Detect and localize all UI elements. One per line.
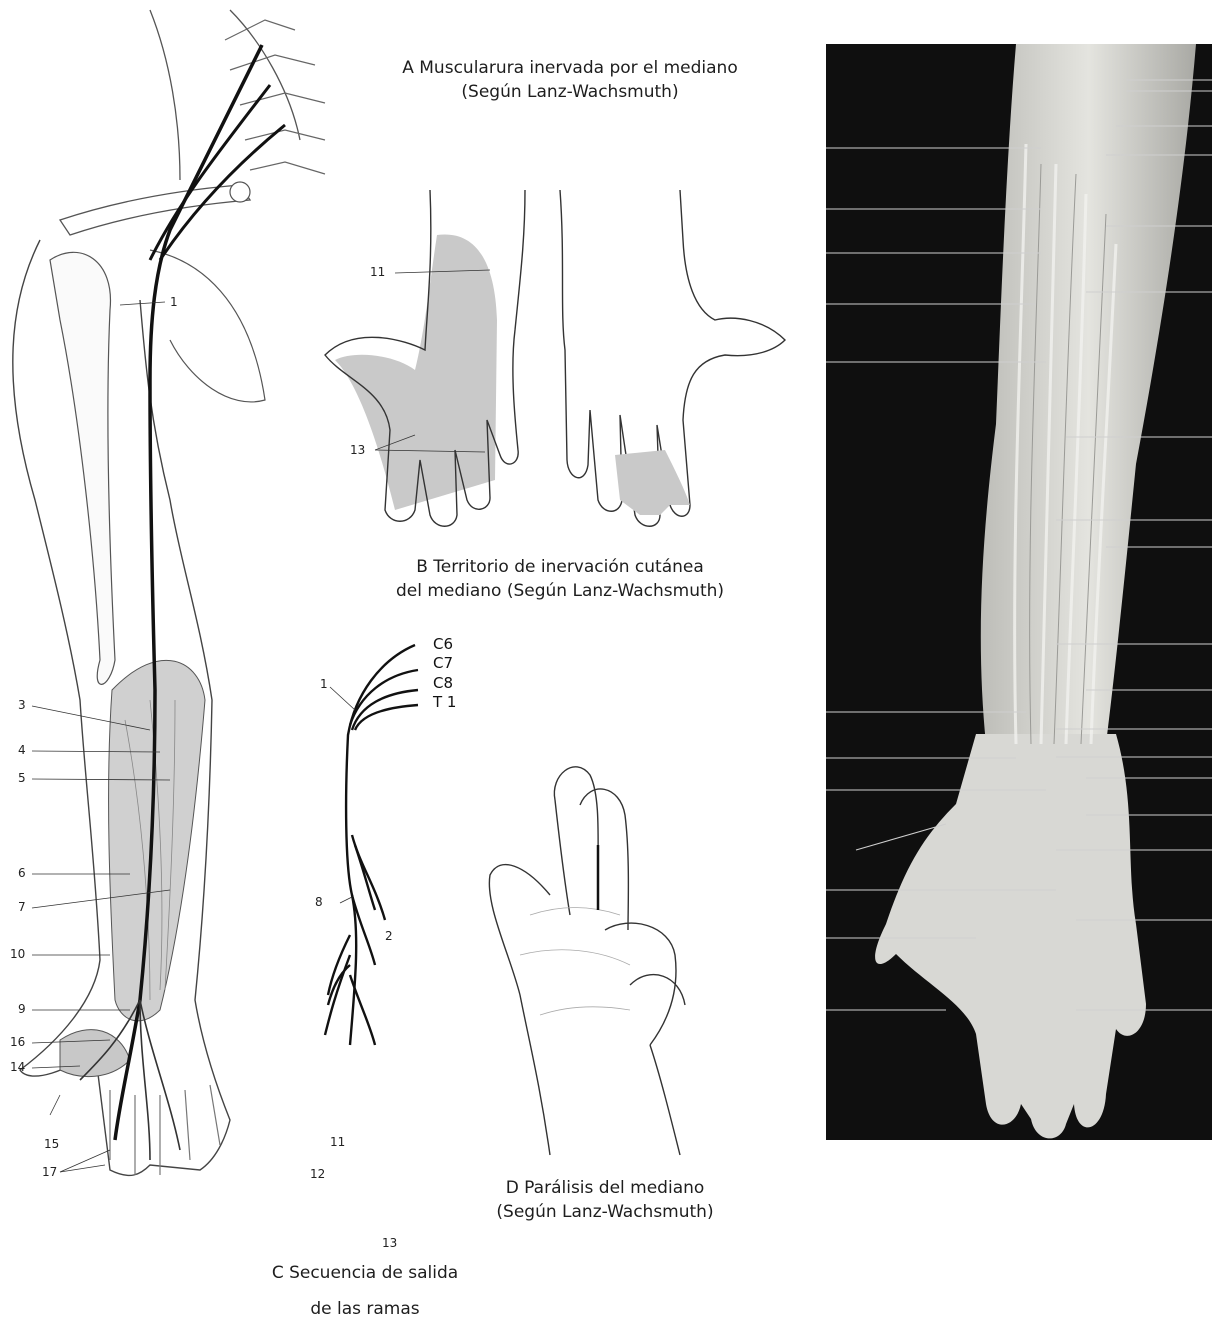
- label-a-14: 14: [10, 1060, 25, 1074]
- label-a-9: 9: [18, 1002, 26, 1016]
- caption-b-line-1: B Territorio de inervación cutánea: [330, 555, 790, 579]
- caption-a-line-2: (Según Lanz-Wachsmuth): [340, 80, 800, 104]
- forearm-dissection-photo: [826, 44, 1212, 1140]
- label-a-15: 15: [44, 1137, 59, 1151]
- caption-a-line-1: A Muscularura inervada por el mediano: [340, 56, 800, 80]
- root-c7: C7: [433, 655, 453, 671]
- label-c-2: 2: [385, 929, 393, 943]
- label-c-12: 12: [310, 1167, 325, 1181]
- forearm-specimen: [826, 44, 1212, 1140]
- label-b-13: 13: [350, 443, 365, 457]
- label-a-6: 6: [18, 866, 26, 880]
- arm-drawing: [0, 0, 330, 1120]
- label-a-17: 17: [42, 1165, 57, 1179]
- label-a-1: 1: [170, 295, 178, 309]
- root-c8: C8: [433, 675, 453, 691]
- caption-b-line-2: del mediano (Según Lanz-Wachsmuth): [330, 579, 790, 603]
- label-c-1: 1: [320, 677, 328, 691]
- caption-c-line-2: de las ramas: [250, 1291, 480, 1327]
- label-a-4: 4: [18, 743, 26, 757]
- label-b-11: 11: [370, 265, 385, 279]
- label-a-10: 10: [10, 947, 25, 961]
- paralysis-hand-drawing: [480, 755, 720, 1155]
- caption-d: D Parálisis del mediano (Según Lanz-Wach…: [460, 1176, 750, 1224]
- root-c6: C6: [433, 636, 453, 652]
- caption-b: B Territorio de inervación cutánea del m…: [330, 555, 790, 603]
- label-a-5: 5: [18, 771, 26, 785]
- label-c-13: 13: [382, 1236, 397, 1250]
- hands-drawing: [315, 180, 815, 550]
- caption-c-line-1: C Secuencia de salida: [250, 1255, 480, 1291]
- caption-d-line-1: D Parálisis del mediano: [460, 1176, 750, 1200]
- caption-c: C Secuencia de salida de las ramas: [250, 1255, 480, 1327]
- root-t1: T 1: [433, 694, 456, 710]
- label-c-8: 8: [315, 895, 323, 909]
- label-a-7: 7: [18, 900, 26, 914]
- caption-d-line-2: (Según Lanz-Wachsmuth): [460, 1200, 750, 1224]
- label-a-3: 3: [18, 698, 26, 712]
- label-a-16: 16: [10, 1035, 25, 1049]
- label-c-11: 11: [330, 1135, 345, 1149]
- caption-a: A Muscularura inervada por el mediano (S…: [340, 56, 800, 104]
